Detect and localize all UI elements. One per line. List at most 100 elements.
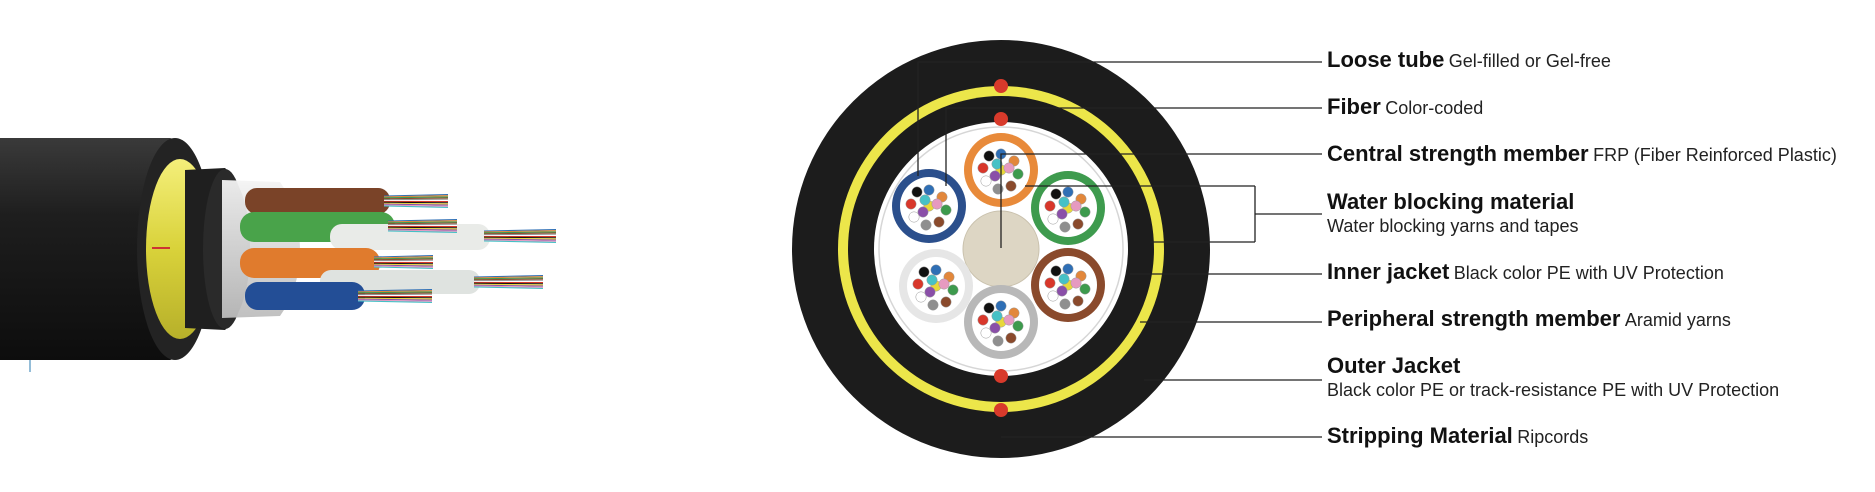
fiber (977, 314, 989, 326)
fiber (1058, 273, 1070, 285)
fiber (983, 302, 995, 314)
label-water-blocking: Water blocking material Water blocking y… (1327, 189, 1578, 237)
fiber-strand (357, 292, 433, 295)
fiber-strand (383, 203, 449, 206)
fiber-strand (373, 255, 434, 258)
fiber (1056, 285, 1068, 297)
fiber (1003, 162, 1015, 174)
fiber-strand (387, 227, 458, 230)
fiber-strand (357, 290, 433, 293)
label-title: Stripping Material (1327, 423, 1513, 448)
ripcord-inner-bottom (994, 369, 1008, 383)
leader-water-blocking (1025, 185, 1322, 243)
label-title: Central strength member (1327, 141, 1589, 166)
leader-loose-tube (917, 61, 1322, 176)
fiber (940, 204, 952, 216)
fiber-strand (373, 266, 434, 269)
fiber (1044, 200, 1056, 212)
fiber-strand (387, 220, 458, 223)
label-title: Loose tube (1327, 47, 1445, 72)
fiber-strand (373, 263, 434, 266)
label-fiber: Fiber Color-coded (1327, 94, 1483, 119)
label-desc: Color-coded (1385, 98, 1484, 118)
tube-brown-side (245, 188, 390, 214)
fiber (912, 278, 924, 290)
fiber-strand (383, 202, 449, 205)
label-desc: Black color PE with UV Protection (1453, 263, 1724, 283)
fiber (983, 150, 995, 162)
fiber-strand (483, 238, 557, 241)
fiber-strand (473, 278, 544, 281)
fiber (1070, 277, 1082, 289)
fiber (1050, 188, 1062, 200)
fiber (991, 310, 1003, 322)
fiber-strand (373, 265, 434, 268)
fiber-strand (383, 196, 449, 199)
fiber-strand (387, 230, 458, 233)
fiber (924, 286, 936, 298)
label-title: Fiber (1327, 94, 1381, 119)
fiber-strand (383, 194, 449, 197)
fiber (995, 300, 1007, 312)
label-central-member: Central strength member FRP (Fiber Reinf… (1327, 141, 1837, 166)
fiber (918, 266, 930, 278)
tube-blue-side (245, 282, 365, 310)
fiber (1058, 196, 1070, 208)
ripcord-inner-top (994, 112, 1008, 126)
label-inner-jacket: Inner jacket Black color PE with UV Prot… (1327, 259, 1724, 284)
label-desc: Black color PE or track-resistance PE wi… (1327, 380, 1780, 401)
fiber-strand (473, 285, 544, 288)
fiber-strand (357, 289, 433, 292)
fiber-strand (473, 277, 544, 280)
fiber (1059, 298, 1071, 310)
fiber (1056, 208, 1068, 220)
fiber-strand (473, 275, 544, 278)
fiber (917, 206, 929, 218)
fiber (920, 219, 932, 231)
fiber (1062, 263, 1074, 275)
fiber (1044, 277, 1056, 289)
fiber-strand (473, 286, 544, 289)
label-title: Outer Jacket (1327, 353, 1461, 378)
ripcord-outer-bottom (994, 403, 1008, 417)
fiber (1005, 180, 1017, 192)
fiber (1059, 221, 1071, 233)
fiber (919, 194, 931, 206)
cross-section (792, 40, 1210, 458)
fiber-strand (473, 283, 544, 286)
fiber-strand (373, 264, 434, 267)
fiber-strand (483, 237, 557, 240)
fiber (1012, 168, 1024, 180)
fiber (991, 158, 1003, 170)
fiber (905, 198, 917, 210)
fiber (938, 278, 950, 290)
fiber-strand (383, 204, 449, 207)
fiber (947, 284, 959, 296)
label-title: Peripheral strength member (1327, 306, 1621, 331)
fiber (926, 274, 938, 286)
fiber (923, 184, 935, 196)
fiber-strand (373, 258, 434, 261)
cable-side-view (0, 138, 557, 372)
label-title: Inner jacket (1327, 259, 1450, 284)
label-loose-tube: Loose tube Gel-filled or Gel-free (1327, 47, 1611, 72)
label-desc: FRP (Fiber Reinforced Plastic) (1593, 145, 1837, 165)
fiber-strand (483, 229, 557, 232)
fiber (1079, 283, 1091, 295)
fiber-strand (383, 197, 449, 200)
fiber-strand (483, 240, 557, 243)
ripcord-outer-top (994, 79, 1008, 93)
label-desc: Aramid yarns (1624, 310, 1731, 330)
fiber (989, 170, 1001, 182)
fiber (930, 264, 942, 276)
leader-fiber (945, 107, 1322, 186)
label-title: Water blocking material (1327, 189, 1575, 214)
fiber (1072, 295, 1084, 307)
label-stripping: Stripping Material Ripcords (1327, 423, 1588, 448)
fiber-strand (387, 222, 458, 225)
fiber (911, 186, 923, 198)
fiber-strand (483, 231, 557, 234)
fiber (933, 216, 945, 228)
fiber-strand (473, 276, 544, 279)
